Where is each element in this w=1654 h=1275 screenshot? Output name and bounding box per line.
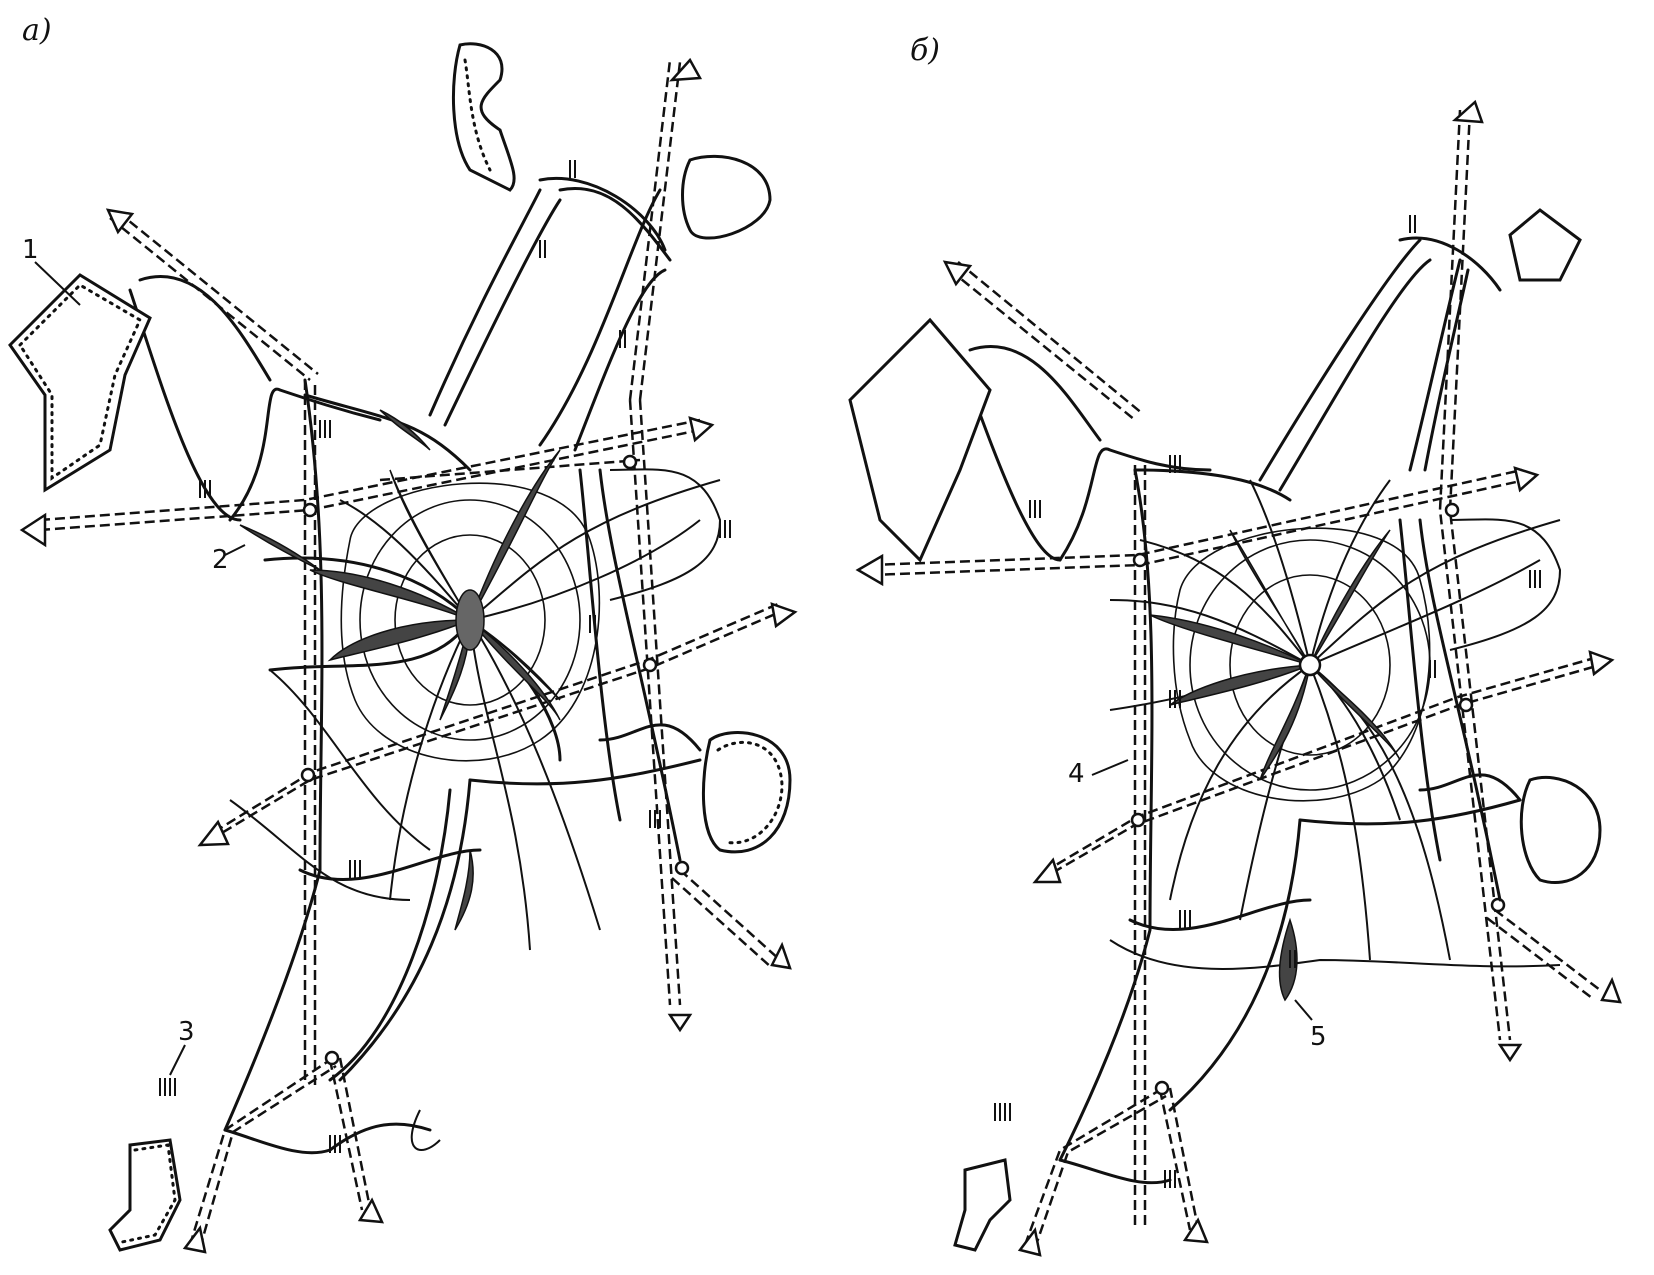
panel-a-dashed-lines	[40, 60, 780, 1248]
panel-a-wedges	[240, 410, 560, 930]
panel-a-nodes	[302, 456, 688, 1064]
callout-3: 3	[178, 1017, 195, 1047]
panel-a: а)	[10, 13, 795, 1252]
panel-a-hatches	[160, 160, 730, 1153]
callout-5: 5	[1310, 1022, 1327, 1052]
panel-b: б)	[850, 33, 1620, 1255]
callout-4: 4	[1068, 759, 1085, 789]
panel-a-arrows	[22, 60, 795, 1252]
panel-b-settlements	[850, 210, 1600, 1250]
panel-a-settlements	[10, 44, 790, 1250]
callout-2: 2	[212, 545, 229, 575]
callout-1: 1	[22, 235, 39, 265]
panel-a-label: а)	[22, 13, 52, 48]
panel-b-label: б)	[910, 33, 940, 68]
